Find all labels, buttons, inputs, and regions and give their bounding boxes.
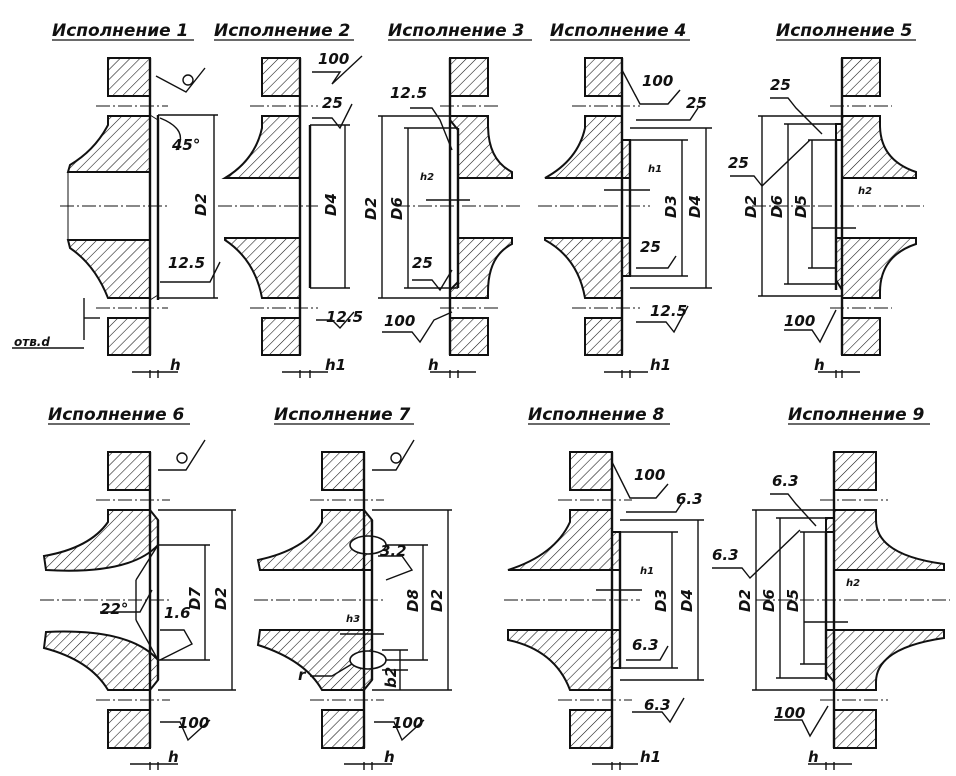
p8-d3: D3 <box>652 589 670 612</box>
flange-section-4 <box>538 57 712 378</box>
p8-rough-d: 6.3 <box>644 696 671 714</box>
p4-d4: D4 <box>686 195 704 218</box>
p7-d8: D8 <box>404 589 422 612</box>
p4-d3: D3 <box>662 195 680 218</box>
p2-thickness: h1 <box>325 356 346 374</box>
flange-section-8 <box>504 451 704 770</box>
title-3: Исполнение 3 <box>388 21 524 41</box>
p6-rough-a: 1.6 <box>164 604 191 622</box>
title-9: Исполнение 9 <box>788 405 925 425</box>
p3-thickness: h <box>428 356 439 374</box>
p9-d2: D2 <box>736 589 754 612</box>
p2-rough-b: 25 <box>322 94 343 112</box>
p9-thickness: h <box>808 748 819 766</box>
p1-d2: D2 <box>192 193 210 216</box>
p6-angle: 22° <box>100 600 128 618</box>
flange-section-7 <box>254 439 452 770</box>
title-5: Исполнение 5 <box>776 21 912 41</box>
p4-rough-b: 25 <box>686 94 707 112</box>
p7-h3: h3 <box>346 614 360 625</box>
p4-h1: h1 <box>648 164 662 175</box>
p4-thickness: h1 <box>650 356 671 374</box>
p5-thickness: h <box>814 356 825 374</box>
flange-section-6 <box>40 439 236 770</box>
flange-section-9 <box>712 451 950 770</box>
p9-rough-b: 6.3 <box>712 546 739 564</box>
p9-d5: D5 <box>784 589 802 612</box>
p6-thickness: h <box>168 748 179 766</box>
title-6: Исполнение 6 <box>48 405 185 425</box>
p3-rough-c: 100 <box>384 312 415 330</box>
p8-rough-c: 6.3 <box>632 636 659 654</box>
p7-rough-a: 3.2 <box>380 542 407 560</box>
p7-b2: b2 <box>382 667 400 688</box>
p7-thickness: h <box>384 748 395 766</box>
p8-h1: h1 <box>640 566 654 577</box>
p7-r: r <box>298 666 307 684</box>
p5-d2: D2 <box>742 195 760 218</box>
p6-rough-b: 100 <box>178 714 209 732</box>
p2-d4: D4 <box>322 193 340 216</box>
p5-h2: h2 <box>858 186 872 197</box>
p4-rough-d: 12.5 <box>650 302 687 320</box>
flange-section-1 <box>12 57 221 378</box>
title-4: Исполнение 4 <box>550 21 686 41</box>
p8-thickness: h1 <box>640 748 661 766</box>
p9-rough-c: 100 <box>774 704 805 722</box>
title-1: Исполнение 1 <box>52 21 188 41</box>
p5-rough-a: 25 <box>770 76 791 94</box>
p1-hole: отв.d <box>14 335 50 349</box>
flange-section-3 <box>378 57 520 378</box>
p8-rough-a: 100 <box>634 466 665 484</box>
p4-rough-a: 100 <box>642 72 673 90</box>
p3-rough-a: 12.5 <box>390 84 427 102</box>
p1-thickness: h <box>170 356 181 374</box>
p7-d2: D2 <box>428 589 446 612</box>
title-2: Исполнение 2 <box>214 21 350 41</box>
p6-d2: D2 <box>212 587 230 610</box>
p8-d4: D4 <box>678 589 696 612</box>
p4-rough-c: 25 <box>640 238 661 256</box>
p3-rough-b: 25 <box>412 254 433 272</box>
flange-section-2 <box>218 55 363 378</box>
p9-h2: h2 <box>846 578 860 589</box>
p6-d7: D7 <box>186 587 204 610</box>
p5-rough-c: 100 <box>784 312 815 330</box>
p7-rough-b: 100 <box>392 714 423 732</box>
p2-rough-a: 100 <box>318 50 349 68</box>
p3-h2: h2 <box>420 172 434 183</box>
p3-d2: D2 <box>362 197 380 220</box>
p9-d6: D6 <box>760 589 778 612</box>
p3-d6: D6 <box>388 197 406 220</box>
p2-rough-c: 12.5 <box>326 308 363 326</box>
flange-section-5 <box>730 57 924 378</box>
p1-rough-bottom: 12.5 <box>168 254 205 272</box>
p5-rough-b: 25 <box>728 154 749 172</box>
title-8: Исполнение 8 <box>528 405 665 425</box>
p9-rough-a: 6.3 <box>772 472 799 490</box>
title-7: Исполнение 7 <box>274 405 411 425</box>
p1-angle: 45° <box>171 136 200 154</box>
p5-d6: D6 <box>768 195 786 218</box>
p5-d5: D5 <box>792 195 810 218</box>
p8-rough-b: 6.3 <box>676 490 703 508</box>
